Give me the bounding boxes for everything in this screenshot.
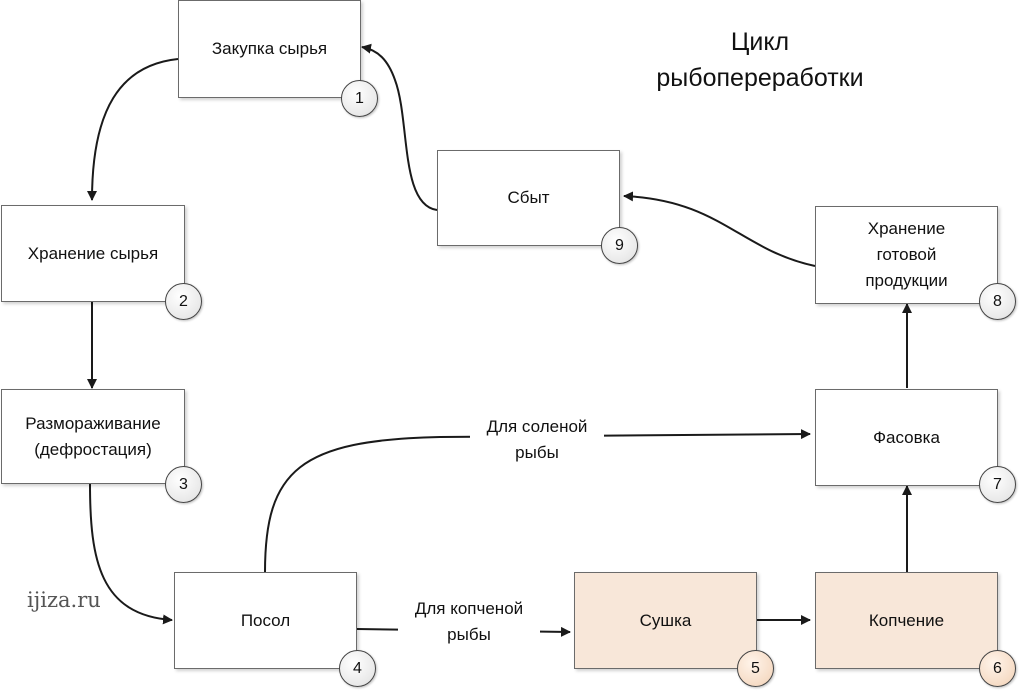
node-drying-number: 5 [737,650,774,687]
edge-1-2 [87,58,179,201]
node-sales[interactable]: Сбыт [437,150,620,246]
node-packing-label: Фасовка [873,427,940,447]
node-drying[interactable]: Сушка [574,572,757,669]
node-smoking-label: Копчение [868,610,945,630]
node-smoking-number: 6 [979,650,1016,687]
edge-label-smoked: Для копченой рыбы [398,596,540,648]
node-sales-number: 9 [601,227,638,264]
edge-label-salted: Для соленой рыбы [470,414,604,466]
edge-4-7 [264,429,811,573]
node-salting-number: 4 [339,650,376,687]
node-salting[interactable]: Посол [174,572,357,669]
watermark: ijiza.ru [27,588,101,612]
node-packing[interactable]: Фасовка [815,389,998,486]
node-raw-storage-number: 2 [165,283,202,320]
node-purchase-label: Закупка сырья [211,39,328,58]
node-product-storage[interactable]: Хранение готовой продукции [815,206,998,304]
node-packing-number: 7 [979,466,1016,503]
node-product-storage-number: 8 [979,283,1016,320]
edge-9-1 [361,43,438,211]
node-raw-storage[interactable]: Хранение сырья [1,205,185,302]
node-product-storage-label: Хранение готовой продукции [865,219,948,290]
node-sales-label: Сбыт [507,188,550,207]
node-purchase[interactable]: Закупка сырья [178,0,361,98]
node-salting-label: Посол [240,610,291,630]
node-smoking[interactable]: Копчение [815,572,998,669]
node-defrost[interactable]: Размораживание (дефростация) [1,389,185,484]
node-raw-storage-label: Хранение сырья [27,243,159,263]
node-defrost-number: 3 [165,466,202,503]
edge-3-4 [89,483,173,625]
node-drying-label: Сушка [639,610,692,630]
diagram-title: Цикл рыбопереработки [656,28,864,92]
node-purchase-number: 1 [341,80,378,117]
node-defrost-label: Размораживание (дефростация) [25,413,161,459]
edge-8-9 [623,191,816,267]
